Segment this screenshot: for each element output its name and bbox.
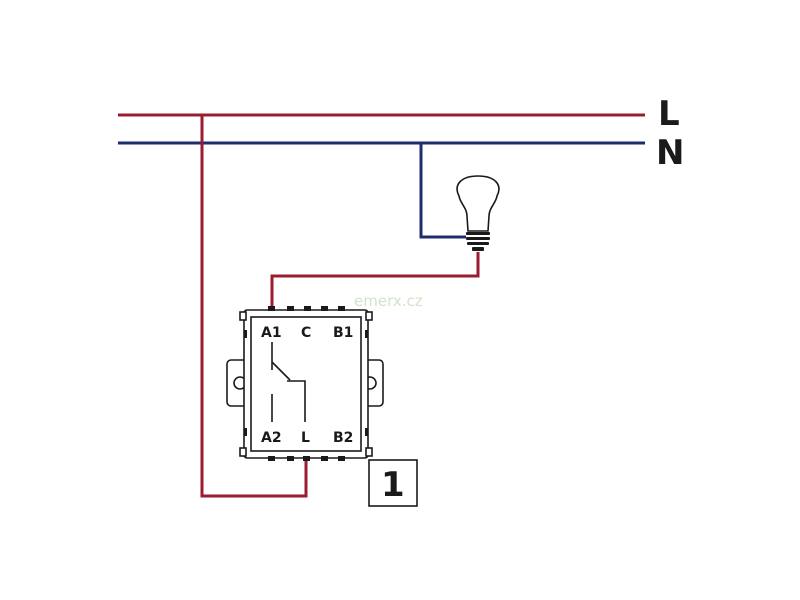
neutral-to-lamp-wire xyxy=(419,143,466,239)
neutral-bus-label: N xyxy=(656,133,684,173)
diagram-number-badge xyxy=(368,459,418,507)
contact-lever xyxy=(271,361,291,381)
lamp-to-switch-wire xyxy=(270,252,480,307)
live-feed-wire xyxy=(200,115,308,498)
terminal-b1-label: B1 xyxy=(333,325,353,341)
contact-l xyxy=(287,380,306,422)
watermark: emerx.cz xyxy=(354,292,423,310)
terminal-a2-label: A2 xyxy=(261,430,282,446)
switch-mechanism: A1 C B1 A2 L B2 xyxy=(226,306,384,461)
live-bus-label: L xyxy=(658,94,680,134)
terminal-l-label: L xyxy=(301,430,310,446)
diagram-number-text: 1 xyxy=(381,465,405,505)
light-bulb-icon xyxy=(456,175,500,251)
terminal-b2-label: B2 xyxy=(333,430,353,446)
terminal-a1-label: A1 xyxy=(261,325,282,341)
terminal-c-label: C xyxy=(301,325,311,341)
